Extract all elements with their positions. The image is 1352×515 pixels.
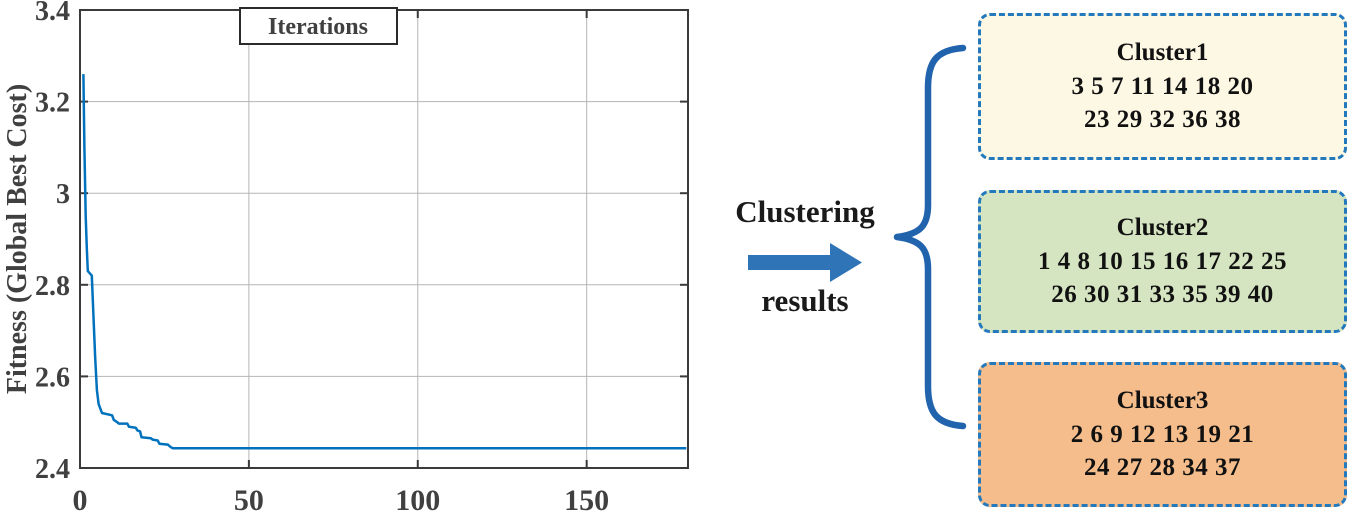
x-tick-label: 150 — [564, 484, 609, 515]
y-tick-label: 2.6 — [35, 362, 70, 393]
y-tick-label: 3 — [56, 179, 70, 210]
cluster2-members-line1: 1 4 8 10 15 16 17 22 25 — [1038, 247, 1287, 275]
cluster1-members-line1: 3 5 7 11 14 18 20 — [1071, 72, 1254, 100]
cluster3-members-line1: 2 6 9 12 13 19 21 — [1070, 420, 1255, 448]
axis-box — [79, 9, 689, 469]
y-tick-label: 3.2 — [35, 88, 70, 119]
y-tick-label: 2.4 — [35, 454, 70, 485]
arrow-right-icon — [748, 243, 862, 282]
cluster2-box: Cluster2 1 4 8 10 15 16 17 22 25 26 30 3… — [978, 190, 1347, 333]
cluster1-title: Cluster1 — [1116, 39, 1209, 67]
arrow-right-shape — [748, 243, 862, 282]
cluster2-members-line2: 26 30 31 33 35 39 40 — [1051, 281, 1274, 309]
cluster1-members-line2: 23 29 32 36 38 — [1084, 106, 1241, 134]
legend-label: Iterations — [268, 14, 368, 40]
y-tick-label: 2.8 — [35, 271, 70, 302]
cluster3-members-line2: 24 27 28 34 37 — [1084, 454, 1241, 482]
curly-brace-path — [893, 44, 967, 430]
y-axis-label: Fitness (Global Best Cost) — [2, 84, 33, 394]
x-tick-label: 50 — [234, 484, 264, 515]
y-tick-label: 3.4 — [35, 0, 70, 27]
cluster3-box: Cluster3 2 6 9 12 13 19 21 24 27 28 34 3… — [978, 362, 1347, 507]
clustering-label: Clustering — [735, 194, 875, 229]
x-tick-label: 0 — [73, 484, 88, 515]
results-label: results — [761, 283, 849, 318]
curly-brace-icon — [893, 44, 967, 430]
legend-box — [239, 7, 398, 45]
cluster2-title: Cluster2 — [1116, 214, 1209, 242]
fitness-curve — [82, 74, 687, 450]
x-tick-label: 100 — [395, 484, 440, 515]
cluster1-box: Cluster1 3 5 7 11 14 18 20 23 29 32 36 3… — [978, 13, 1347, 160]
cluster3-title: Cluster3 — [1116, 387, 1209, 415]
